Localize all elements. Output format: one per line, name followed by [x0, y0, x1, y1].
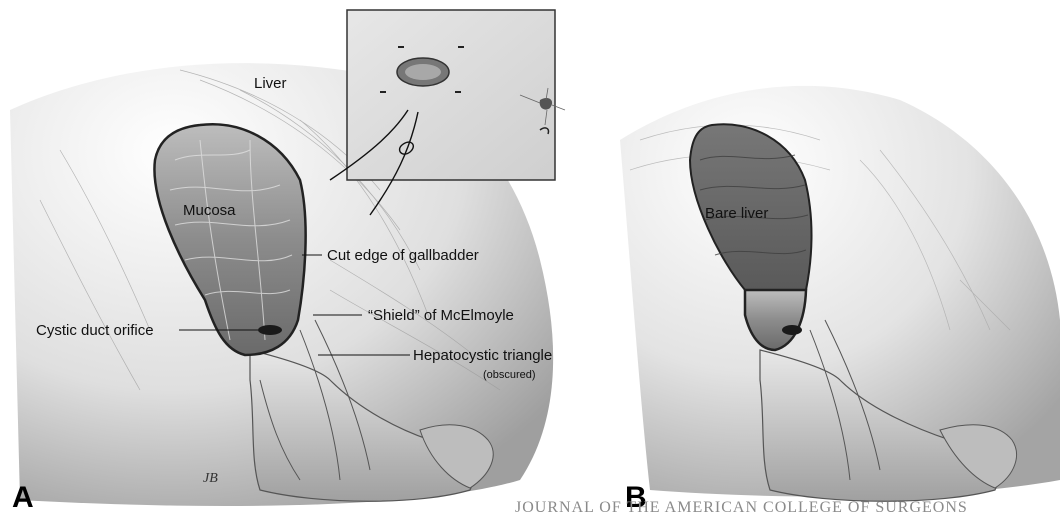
panel-letter-a: A: [12, 481, 34, 514]
label-obscured: (obscured): [483, 369, 536, 381]
journal-watermark: JOURNAL OF THE AMERICAN COLLEGE OF SURGE…: [515, 499, 968, 516]
panel-a: Liver Mucosa Cut edge of gallbadder “Shi…: [10, 10, 565, 514]
panel-b: Bare liver B: [620, 86, 1060, 514]
label-mucosa: Mucosa: [183, 202, 236, 219]
label-liver: Liver: [254, 75, 287, 92]
cystic-duct-orifice-b: [782, 325, 802, 335]
label-bare-liver: Bare liver: [705, 205, 768, 222]
label-cut-edge: Cut edge of gallbadder: [327, 247, 479, 264]
cystic-duct-orifice: [258, 325, 282, 335]
artist-signature: JB: [203, 471, 218, 486]
label-shield: “Shield” of McElmoyle: [368, 307, 514, 324]
label-cystic-duct: Cystic duct orifice: [36, 322, 154, 339]
label-hepatocystic: Hepatocystic triangle: [413, 347, 552, 364]
